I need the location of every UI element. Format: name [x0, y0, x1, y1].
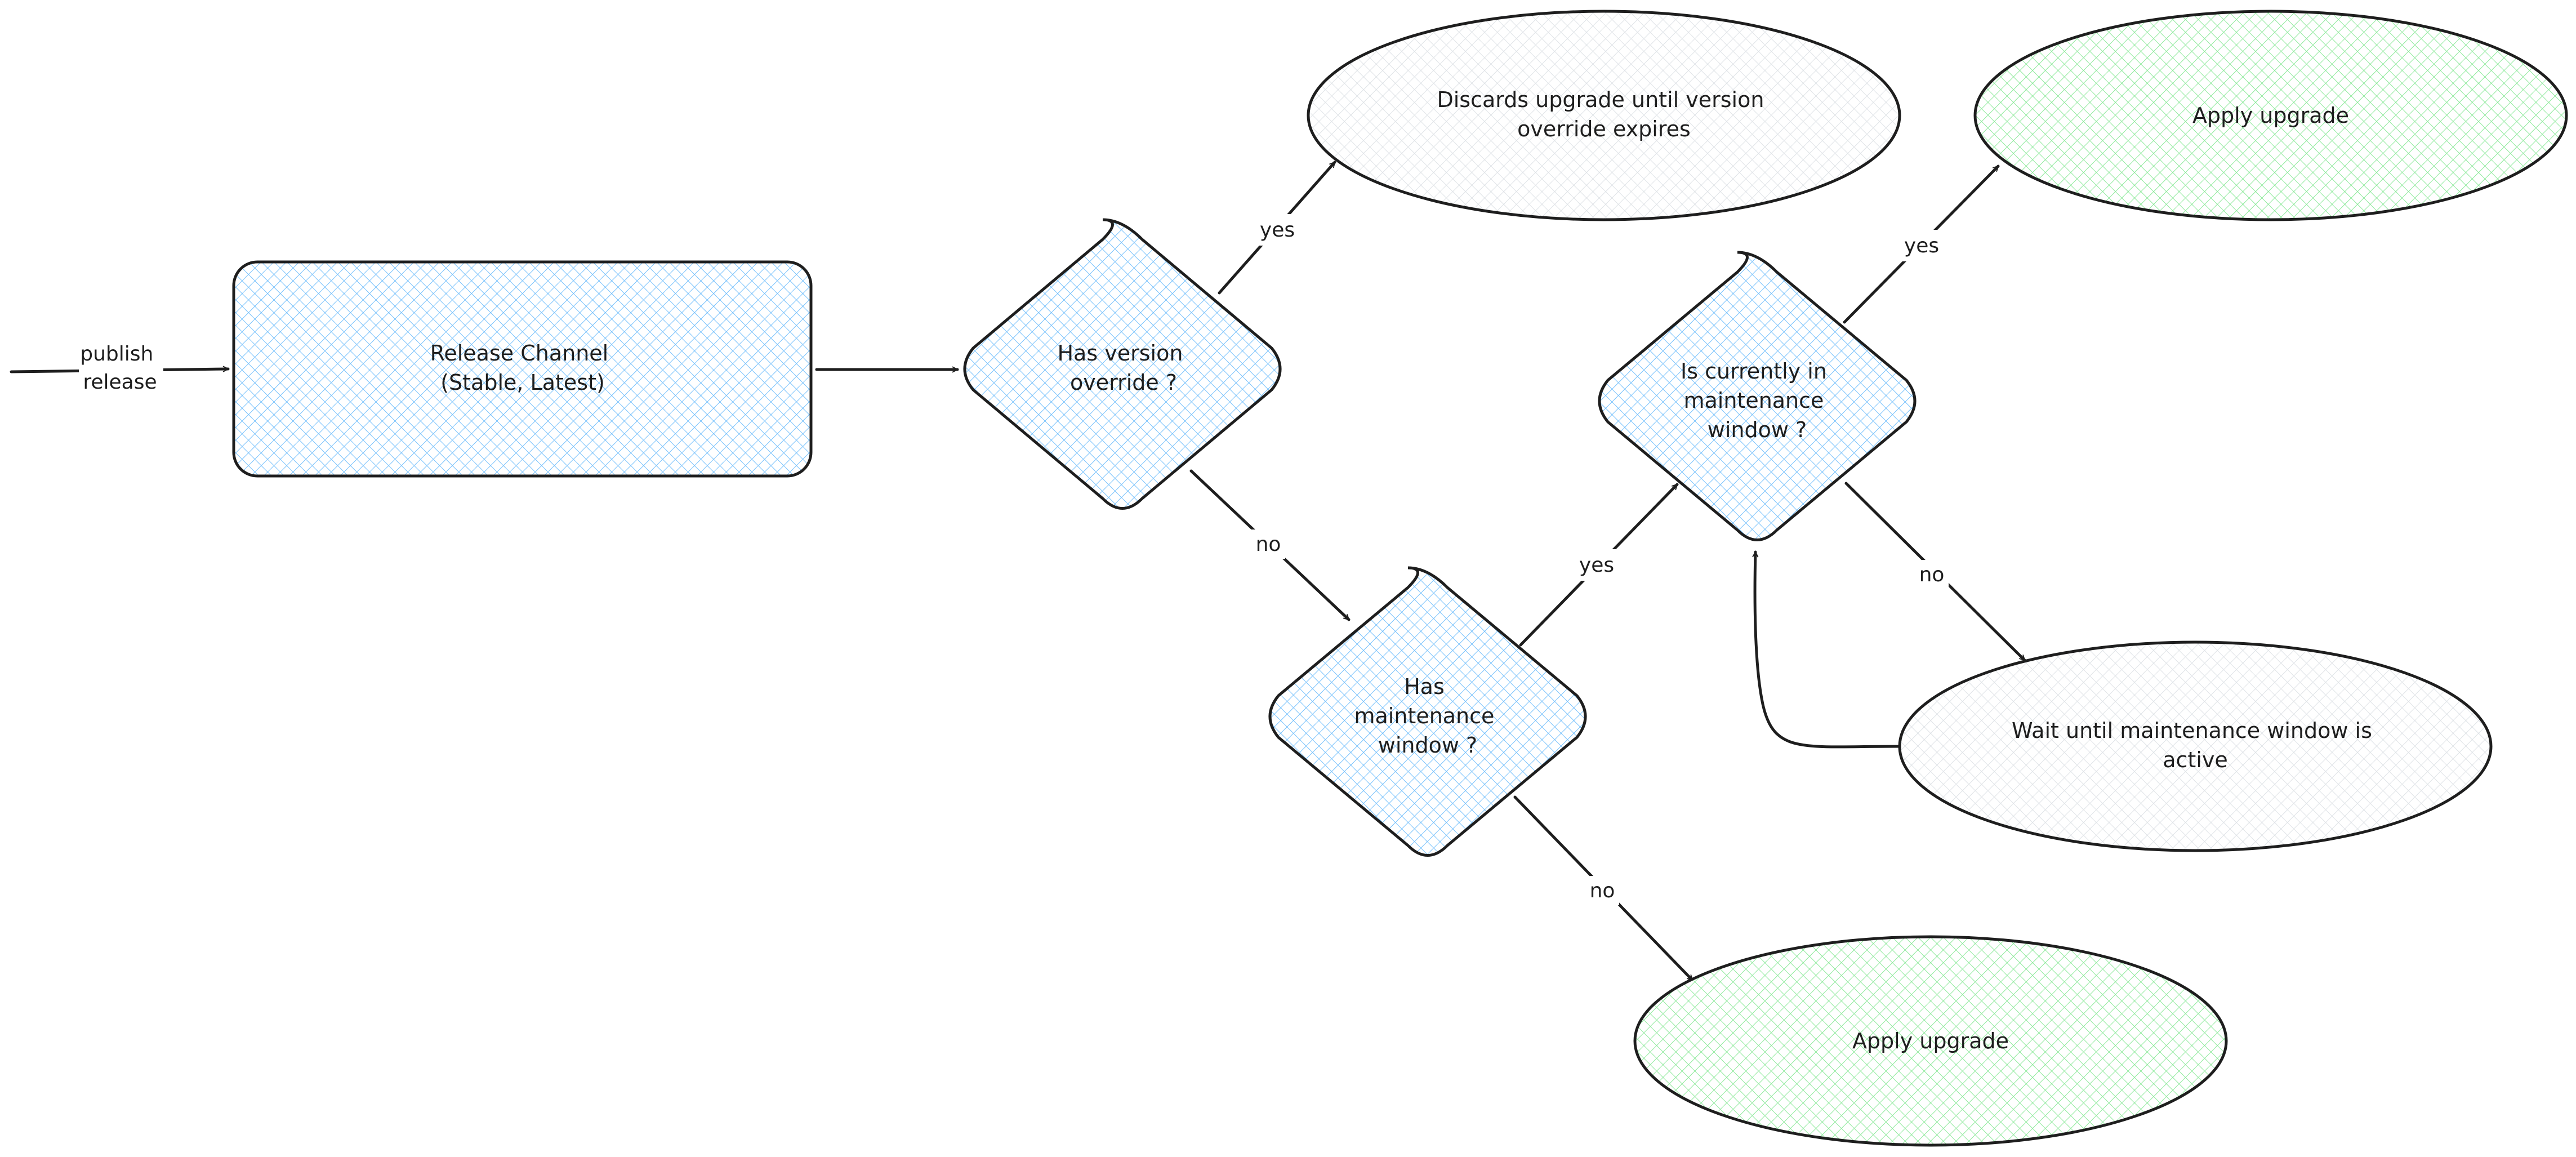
- edge-label-current-no: no: [1919, 563, 1945, 586]
- node-discards-upgrade-label: Discards upgrade until version override …: [1437, 87, 1771, 141]
- node-is-currently-in-maintenance-window: Is currently in maintenance window ?: [1598, 251, 1917, 541]
- node-discards-upgrade: Discards upgrade until version override …: [1307, 10, 1901, 221]
- edges: publish release yes no yes no yes no: [10, 161, 2026, 982]
- edge-label-publish-release: publish release: [80, 342, 160, 394]
- edge-label-release: release: [83, 371, 157, 394]
- node-has-version-override: Has version override ?: [963, 218, 1282, 510]
- node-apply-upgrade-top: Apply upgrade: [1973, 10, 2568, 221]
- node-wait-until-active: Wait until maintenance window is active: [1898, 640, 2493, 852]
- node-release-channel: Release Channel (Stable, Latest): [232, 260, 813, 478]
- node-release-channel-label: Release Channel (Stable, Latest): [430, 341, 616, 395]
- node-apply-upgrade-bottom-label: Apply upgrade: [1852, 1029, 2009, 1053]
- edge-label-publish: publish: [80, 342, 153, 366]
- node-apply-upgrade-top-label: Apply upgrade: [2192, 103, 2349, 128]
- edge-label-current-yes: yes: [1904, 234, 1939, 257]
- node-apply-upgrade-bottom: Apply upgrade: [1633, 935, 2228, 1147]
- edge-label-maintenance-yes: yes: [1579, 554, 1614, 577]
- edge-label-maintenance-no: no: [1590, 879, 1615, 902]
- edge-label-override-yes: yes: [1260, 219, 1295, 242]
- node-is-currently-in-maintenance-window-label: Is currently in maintenance window ?: [1681, 359, 1834, 442]
- edge-label-override-no: no: [1256, 533, 1281, 556]
- node-has-maintenance-window: Has maintenance window ?: [1268, 566, 1587, 857]
- node-has-version-override-label: Has version override ?: [1057, 341, 1189, 395]
- edge-wait-loop-back: [1755, 550, 1902, 749]
- node-has-maintenance-window-label: Has maintenance window ?: [1354, 674, 1501, 758]
- node-wait-until-active-label: Wait until maintenance window is active: [2012, 718, 2379, 772]
